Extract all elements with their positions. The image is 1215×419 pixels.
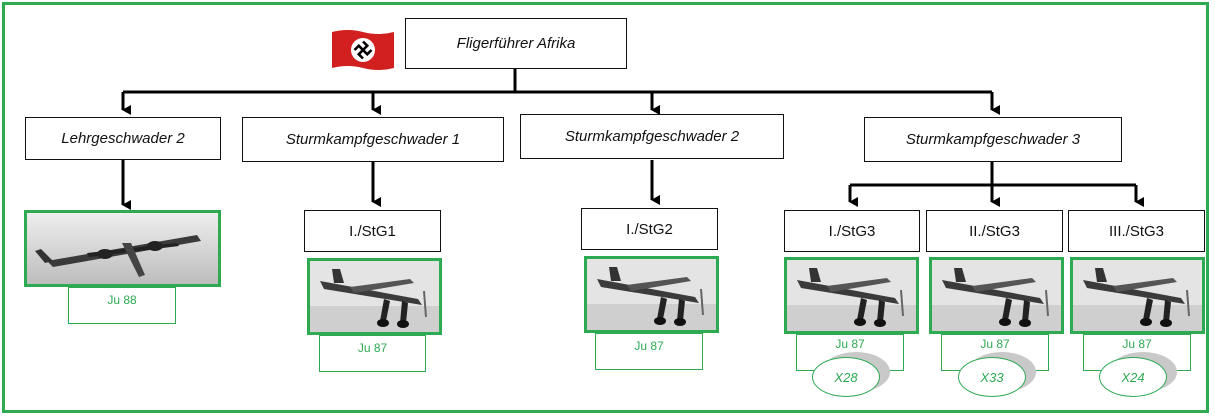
group-box-ii-stg3: II./StG3 (926, 210, 1063, 252)
ju87-photo-iii-stg3 (1070, 257, 1205, 334)
aircraft-type: Ju 87 (835, 337, 865, 351)
aircraft-type: Ju 87 (980, 337, 1010, 351)
wing-label: Sturmkampfgeschwader 3 (905, 131, 1081, 148)
group-label: I./StG1 (349, 222, 396, 240)
diagram-frame (2, 2, 1209, 413)
hq-box: Fligerführer Afrika (405, 18, 627, 69)
aircraft-label-i-stg1: Ju 87 (319, 335, 426, 372)
ju87-photo-i-stg3 (784, 257, 919, 334)
flag-icon (330, 28, 396, 72)
group-label: II./StG3 (969, 222, 1020, 240)
aircraft-label-i-stg2: Ju 87 (595, 333, 703, 370)
count-badge-i-stg3: X28 (812, 357, 880, 397)
group-box-iii-stg3: III./StG3 (1068, 210, 1205, 252)
group-label: I./StG3 (828, 222, 876, 240)
ju87-photo-ii-stg3 (929, 257, 1064, 334)
wing-label: Lehrgeschwader 2 (61, 130, 185, 147)
aircraft-label-lg2: Ju 88 (68, 287, 176, 324)
group-box-i-stg1: I./StG1 (304, 210, 441, 252)
wing-label: Sturmkampfgeschwader 1 (285, 131, 461, 148)
aircraft-type: Ju 87 (1122, 337, 1152, 351)
group-box-i-stg3: I./StG3 (784, 210, 920, 252)
group-label: III./StG3 (1108, 222, 1165, 240)
count-badge-iii-stg3: X24 (1099, 357, 1167, 397)
aircraft-type: Ju 87 (357, 341, 388, 355)
wing-box-stg2: Sturmkampfgeschwader 2 (520, 114, 784, 159)
count-value: X28 (834, 369, 858, 385)
count-value: X33 (980, 369, 1004, 385)
wing-box-stg1: Sturmkampfgeschwader 1 (242, 117, 504, 162)
ju88-photo (24, 210, 221, 287)
count-badge-ii-stg3: X33 (958, 357, 1026, 397)
aircraft-type: Ju 87 (634, 339, 664, 353)
wing-box-stg3: Sturmkampfgeschwader 3 (864, 117, 1122, 162)
wing-box-lg2: Lehrgeschwader 2 (25, 117, 221, 160)
group-box-i-stg2: I./StG2 (581, 208, 718, 250)
group-label: I./StG2 (626, 220, 673, 238)
aircraft-type: Ju 88 (107, 293, 137, 307)
ju87-photo-i-stg1 (307, 258, 442, 335)
wing-label: Sturmkampfgeschwader 2 (564, 128, 740, 145)
ju87-photo-i-stg2 (584, 256, 719, 333)
count-value: X24 (1121, 369, 1145, 385)
hq-title: Fligerführer Afrika (456, 35, 576, 52)
